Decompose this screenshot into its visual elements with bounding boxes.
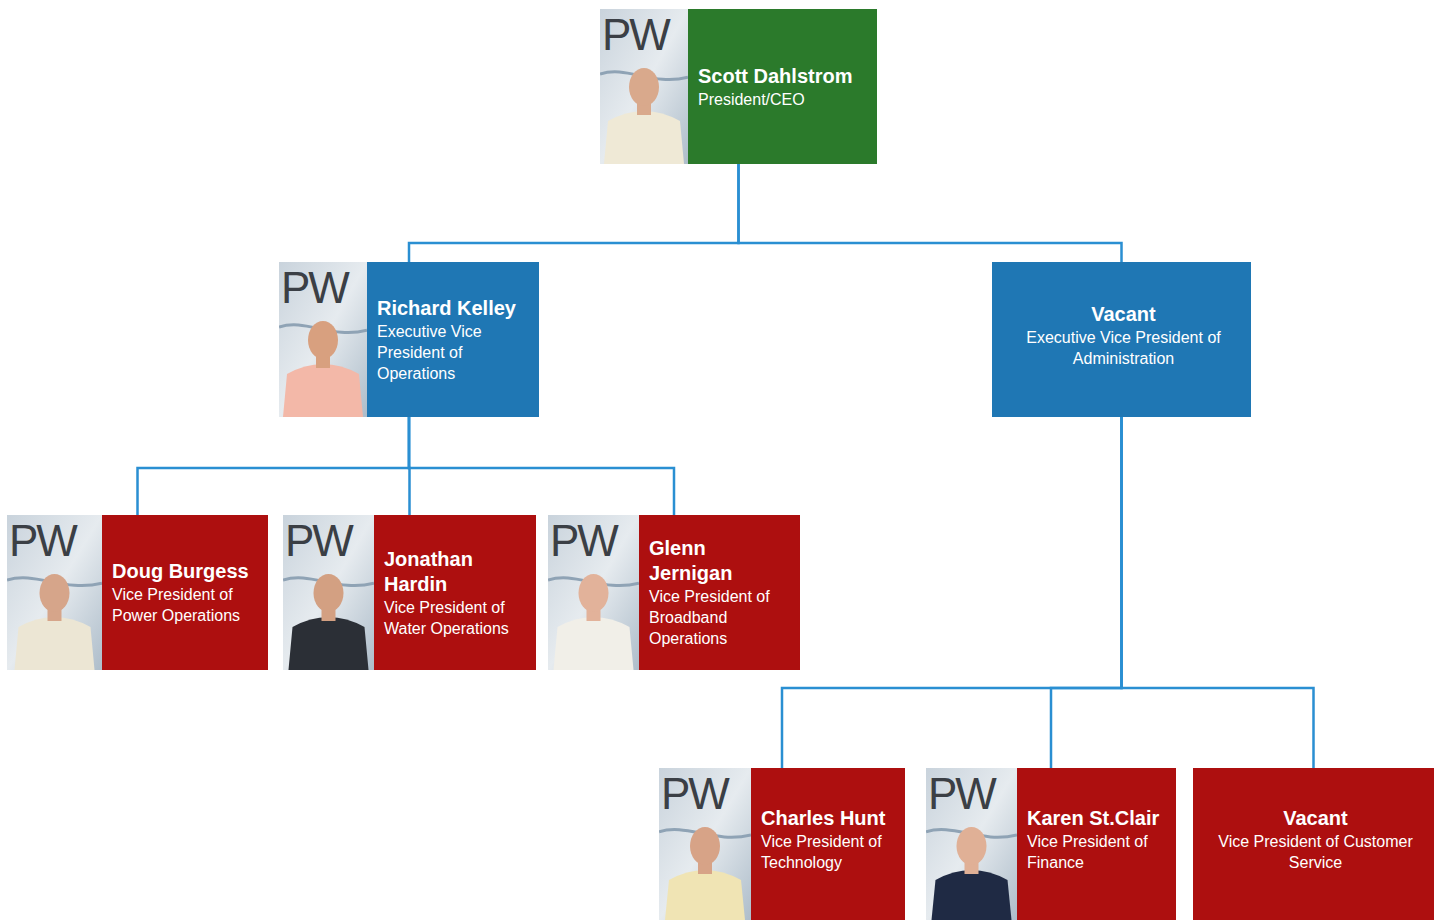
- photo-backdrop: [7, 515, 102, 670]
- portrait-body: [15, 617, 95, 670]
- box-text: Doug BurgessVice President of Power Oper…: [102, 515, 268, 670]
- job-title: Vice President of Power Operations: [112, 584, 262, 626]
- org-connector: [739, 164, 1122, 262]
- photo-frame: PW: [600, 9, 688, 164]
- job-title: Vice President of Finance: [1027, 831, 1170, 873]
- portrait-body: [554, 617, 634, 670]
- org-connector: [1051, 417, 1122, 768]
- photo-frame: PW: [7, 515, 102, 670]
- job-title: Executive Vice President of Operations: [377, 321, 533, 384]
- portrait-head: [629, 68, 659, 106]
- photo-backdrop: [926, 768, 1017, 920]
- photo-backdrop: [548, 515, 639, 670]
- logo-text: PW: [9, 517, 76, 565]
- org-box: PW Jonathan HardinVice President of Water…: [283, 515, 536, 670]
- portrait-head: [314, 574, 344, 612]
- photo-frame: PW: [283, 515, 374, 670]
- org-connector: [782, 417, 1122, 768]
- portrait-body: [932, 870, 1012, 920]
- box-text: Charles HuntVice President of Technology: [751, 768, 905, 920]
- job-title: Executive Vice President of Administrati…: [1002, 327, 1245, 369]
- photo-backdrop: [283, 515, 374, 670]
- portrait-head: [40, 574, 70, 612]
- org-box: PW Charles HuntVice President of Technolo…: [659, 768, 905, 920]
- org-connector: [1122, 417, 1314, 768]
- portrait-head: [957, 827, 987, 865]
- portrait-body: [283, 364, 363, 417]
- box-text: VacantVice President of Customer Service: [1193, 768, 1434, 920]
- photo-frame: PW: [659, 768, 751, 920]
- org-box: VacantExecutive Vice President of Admini…: [992, 262, 1251, 417]
- job-title: Vice President of Technology: [761, 831, 899, 873]
- org-box: PW Richard KelleyExecutive Vice President…: [279, 262, 539, 417]
- photo-frame: PW: [279, 262, 367, 417]
- photo-backdrop: [600, 9, 688, 164]
- box-text: Karen St.ClairVice President of Finance: [1017, 768, 1176, 920]
- person-name: Vacant: [1002, 302, 1245, 327]
- job-title: Vice President of Customer Service: [1203, 831, 1428, 873]
- person-name: Karen St.Clair: [1027, 806, 1170, 831]
- org-connector: [409, 417, 674, 515]
- org-box: PW Scott DahlstromPresident/CEO: [600, 9, 877, 164]
- photo-frame: PW: [926, 768, 1017, 920]
- portrait-head: [579, 574, 609, 612]
- org-box: VacantVice President of Customer Service: [1193, 768, 1434, 920]
- portrait-head: [690, 827, 720, 865]
- box-text: Richard KelleyExecutive Vice President o…: [367, 262, 539, 417]
- photo-backdrop: [659, 768, 751, 920]
- org-box: PW Karen St.ClairVice President of Financ…: [926, 768, 1176, 920]
- logo-text: PW: [928, 770, 995, 818]
- logo-text: PW: [281, 264, 348, 312]
- org-box: PW Glenn JerniganVice President of Broadb…: [548, 515, 800, 670]
- person-name: Richard Kelley: [377, 296, 533, 321]
- portrait-head: [308, 321, 338, 359]
- photo-frame: PW: [548, 515, 639, 670]
- logo-text: PW: [661, 770, 728, 818]
- person-name: Glenn Jernigan: [649, 536, 794, 586]
- person-name: Scott Dahlstrom: [698, 64, 871, 89]
- box-text: Scott DahlstromPresident/CEO: [688, 9, 877, 164]
- portrait-body: [289, 617, 369, 670]
- job-title: Vice President of Broadband Operations: [649, 586, 794, 649]
- org-box: PW Doug BurgessVice President of Power Op…: [7, 515, 268, 670]
- job-title: Vice President of Water Operations: [384, 597, 530, 639]
- box-text: Glenn JerniganVice President of Broadban…: [639, 515, 800, 670]
- logo-text: PW: [285, 517, 352, 565]
- box-text: Jonathan HardinVice President of Water O…: [374, 515, 536, 670]
- person-name: Vacant: [1203, 806, 1428, 831]
- person-name: Charles Hunt: [761, 806, 899, 831]
- job-title: President/CEO: [698, 89, 871, 110]
- logo-text: PW: [602, 11, 669, 59]
- logo-text: PW: [550, 517, 617, 565]
- org-connector: [409, 164, 739, 262]
- person-name: Jonathan Hardin: [384, 547, 530, 597]
- box-text: VacantExecutive Vice President of Admini…: [992, 262, 1251, 417]
- org-connector: [138, 417, 410, 515]
- portrait-body: [665, 870, 745, 920]
- photo-backdrop: [279, 262, 367, 417]
- portrait-body: [604, 111, 684, 164]
- person-name: Doug Burgess: [112, 559, 262, 584]
